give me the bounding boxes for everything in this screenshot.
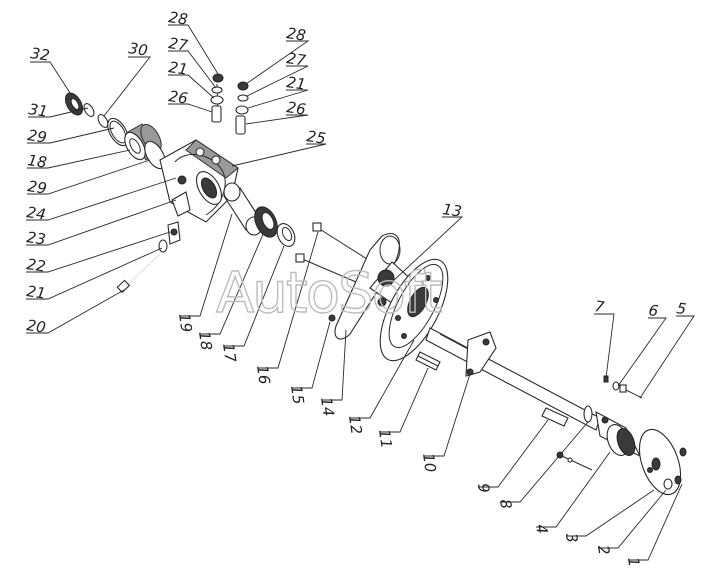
callout-27-a: 27	[167, 34, 189, 55]
callout-17: 17	[219, 342, 240, 364]
part-5-bolt	[619, 384, 643, 399]
callout-29-b: 29	[26, 177, 47, 197]
main-shaft	[425, 327, 601, 431]
callout-21-a: 21	[25, 282, 46, 302]
callout-15: 15	[287, 384, 307, 405]
bolt-stack-right	[235, 81, 249, 135]
part-1-nuts	[674, 447, 687, 485]
callout-3: 3	[562, 532, 581, 544]
callout-14: 14	[317, 396, 337, 417]
callout-13: 13	[441, 200, 462, 220]
callout-28-a: 28	[167, 8, 188, 28]
part-9-key	[541, 407, 569, 427]
part-14-brake-plate	[334, 233, 401, 340]
part-18-bearing-second	[254, 206, 278, 238]
part-20-bolt	[116, 253, 161, 294]
callout-6: 6	[647, 301, 659, 320]
part-29-ring	[107, 117, 129, 147]
part-2-nut	[663, 478, 673, 490]
part-32-seal	[64, 92, 84, 116]
callout-32: 32	[29, 44, 50, 64]
callout-2: 2	[594, 544, 613, 556]
watermark-text: AutoSoft	[216, 261, 442, 326]
part-30-ring	[97, 114, 109, 128]
callout-22: 22	[25, 255, 46, 275]
part-17-bushing	[276, 223, 296, 247]
housing-body	[159, 139, 239, 223]
callout-21-b: 21	[167, 58, 188, 78]
callout-10: 10	[419, 452, 439, 473]
part-6-washer	[612, 381, 620, 391]
callout-26-b: 26	[285, 98, 306, 118]
callout-27-b: 27	[285, 49, 307, 70]
part-3-disc	[638, 428, 682, 496]
callout-labels: 32 31 30 29 18 29 24 23 22 21 20 28 27 2…	[25, 8, 687, 568]
callout-5: 5	[675, 299, 687, 318]
part-10-bracket	[465, 331, 497, 377]
callout-12: 12	[345, 414, 365, 435]
callout-30: 30	[127, 39, 148, 59]
callout-25: 25	[305, 127, 326, 147]
callout-21-c: 21	[285, 73, 306, 93]
callout-23: 23	[25, 228, 46, 248]
callout-7: 7	[593, 297, 605, 316]
callout-16: 16	[253, 364, 273, 385]
callout-11: 11	[375, 428, 395, 449]
part-11-key	[415, 351, 441, 371]
callout-31: 31	[27, 100, 48, 120]
part-22-knuckle	[167, 221, 181, 245]
callout-18-a: 18	[26, 151, 47, 171]
callout-20: 20	[25, 316, 46, 336]
callout-28-b: 28	[285, 24, 306, 44]
part-12-disc	[379, 258, 449, 362]
part-21-washer	[158, 239, 168, 253]
callout-8: 8	[496, 498, 515, 510]
callout-1: 1	[624, 556, 643, 568]
bolt-stack-left	[210, 73, 224, 123]
callout-9: 9	[474, 482, 493, 494]
callout-26-a: 26	[167, 87, 188, 107]
part-19-sleeve	[223, 182, 263, 236]
part-31-washer	[83, 103, 95, 117]
part-small-bolts	[556, 451, 593, 471]
part-8-collar	[583, 405, 593, 423]
part-4-flange	[595, 410, 642, 458]
leader-lines	[26, 24, 695, 561]
callout-18-b: 18	[195, 330, 215, 351]
callout-29-a: 29	[26, 126, 47, 146]
callout-4: 4	[532, 523, 551, 535]
callout-24: 24	[25, 203, 46, 223]
callout-19: 19	[175, 312, 195, 333]
